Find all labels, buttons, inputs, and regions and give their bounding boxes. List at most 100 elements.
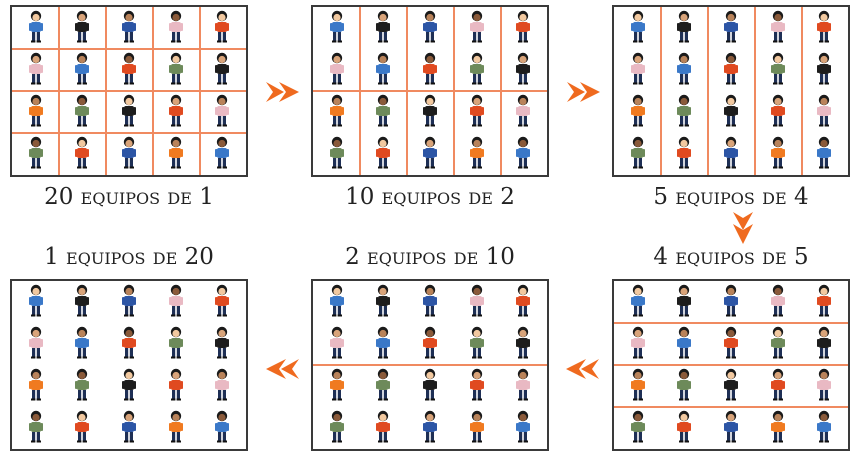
person-figure [817, 52, 831, 85]
person-figure [470, 136, 484, 169]
person-figure [423, 94, 437, 127]
person-figure [771, 10, 785, 43]
person-figure [75, 10, 89, 43]
caption-5-teams-of-4: 5 equipos de 4 [653, 184, 809, 210]
person-figure [75, 368, 89, 401]
person-figure [75, 52, 89, 85]
person-figure [122, 284, 136, 317]
panel-4-teams-of-5 [612, 279, 850, 451]
person-figure [122, 136, 136, 169]
caption-10-teams-of-2: 10 equipos de 2 [345, 184, 515, 210]
person-figure [677, 10, 691, 43]
panel-1-team-of-20 [10, 279, 248, 451]
person-figure [122, 94, 136, 127]
person-figure [516, 410, 530, 443]
person-figure [724, 326, 738, 359]
person-figure [677, 326, 691, 359]
person-figure [771, 94, 785, 127]
caption-4-teams-of-5: 4 equipos de 5 [653, 244, 809, 270]
person-figure [817, 136, 831, 169]
person-figure [677, 94, 691, 127]
person-figure [631, 284, 645, 317]
person-figure [423, 368, 437, 401]
person-figure [122, 326, 136, 359]
person-figure [376, 94, 390, 127]
person-figure [169, 10, 183, 43]
person-figure [724, 368, 738, 401]
person-figure [817, 94, 831, 127]
person-figure [215, 94, 229, 127]
people-grid [29, 284, 229, 443]
person-figure [423, 10, 437, 43]
person-figure [169, 410, 183, 443]
person-figure [75, 94, 89, 127]
person-figure [29, 410, 43, 443]
people-grid [12, 7, 246, 175]
panel-5-teams-of-4 [612, 5, 850, 177]
person-figure [75, 326, 89, 359]
person-figure [376, 284, 390, 317]
person-figure [376, 326, 390, 359]
person-figure [470, 410, 484, 443]
person-figure [724, 94, 738, 127]
person-figure [29, 136, 43, 169]
arrow-right-icon [266, 82, 299, 102]
person-figure [330, 410, 344, 443]
person-figure [631, 368, 645, 401]
person-figure [423, 136, 437, 169]
arrow-left-icon [566, 359, 599, 379]
person-figure [516, 136, 530, 169]
person-figure [470, 284, 484, 317]
person-figure [215, 136, 229, 169]
person-figure [771, 410, 785, 443]
person-figure [376, 10, 390, 43]
people-grid [614, 284, 848, 443]
caption-1-team-of-20: 1 equipos de 20 [44, 244, 214, 270]
person-figure [330, 94, 344, 127]
person-figure [376, 368, 390, 401]
arrow-down-icon [733, 212, 753, 244]
person-figure [330, 284, 344, 317]
person-figure [470, 326, 484, 359]
person-figure [423, 326, 437, 359]
panel-2-teams-of-10 [311, 279, 549, 451]
person-figure [724, 52, 738, 85]
person-figure [817, 410, 831, 443]
person-figure [724, 410, 738, 443]
person-figure [169, 136, 183, 169]
person-figure [516, 284, 530, 317]
person-figure [215, 410, 229, 443]
person-figure [75, 136, 89, 169]
caption-2-teams-of-10: 2 equipos de 10 [345, 244, 515, 270]
person-figure [771, 326, 785, 359]
person-figure [169, 52, 183, 85]
person-figure [330, 326, 344, 359]
people-grid [313, 7, 547, 175]
person-figure [330, 136, 344, 169]
person-figure [376, 136, 390, 169]
person-figure [677, 136, 691, 169]
person-figure [29, 52, 43, 85]
person-figure [817, 326, 831, 359]
person-figure [215, 368, 229, 401]
person-figure [215, 52, 229, 85]
person-figure [771, 368, 785, 401]
person-figure [122, 368, 136, 401]
person-figure [330, 52, 344, 85]
person-figure [215, 284, 229, 317]
person-figure [470, 52, 484, 85]
person-figure [724, 136, 738, 169]
person-figure [169, 94, 183, 127]
arrow-left-icon [266, 359, 299, 379]
person-figure [817, 368, 831, 401]
person-figure [423, 284, 437, 317]
person-figure [29, 368, 43, 401]
person-figure [631, 326, 645, 359]
person-figure [516, 52, 530, 85]
person-figure [376, 52, 390, 85]
person-figure [631, 10, 645, 43]
people-grid [313, 284, 547, 443]
arrow-right-icon [567, 82, 600, 102]
person-figure [771, 52, 785, 85]
person-figure [122, 10, 136, 43]
